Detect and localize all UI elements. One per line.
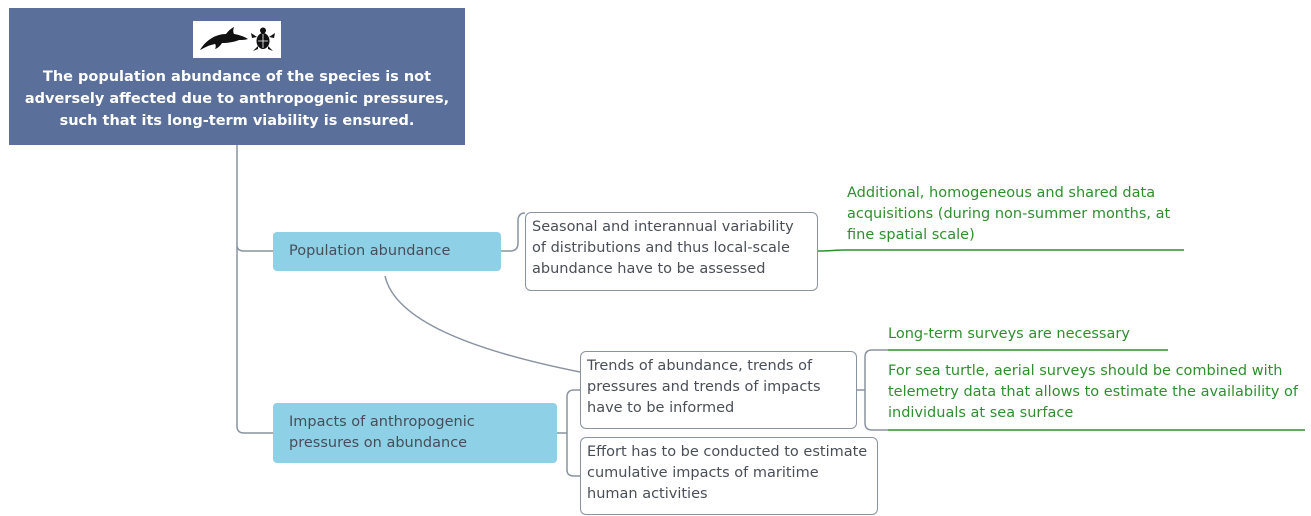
note1-underline	[817, 249, 1184, 252]
note-sea-turtle-surveys[interactable]: For sea turtle, aerial surveys should be…	[888, 363, 1299, 421]
note-long-term-surveys[interactable]: Long-term surveys are necessary	[888, 326, 1130, 342]
central-topic[interactable]: The population abundance of the species …	[9, 8, 465, 145]
species-icons	[193, 21, 281, 58]
sea-turtle-icon	[251, 27, 275, 51]
subtopic-variability[interactable]: Seasonal and interannual variability of …	[525, 212, 818, 291]
dolphin-icon	[200, 26, 248, 50]
topic-label: Impacts of anthropogenic pressures on ab…	[289, 414, 475, 451]
subtopic-cumulative-impacts[interactable]: Effort has to be conducted to estimate c…	[580, 437, 878, 515]
connector-topic2-to-subs	[557, 389, 580, 477]
subtopic-trends[interactable]: Trends of abundance, trends of pressures…	[580, 351, 857, 429]
subtopic-text: Seasonal and interannual variability of …	[532, 219, 794, 277]
note-data-acquisitions[interactable]: Additional, homogeneous and shared data …	[847, 185, 1171, 243]
subtopic-text: Trends of abundance, trends of pressures…	[587, 358, 821, 416]
connector-topic1-to-sub2	[384, 275, 581, 373]
connector-topic1-to-sub1	[501, 212, 526, 252]
central-topic-title: The population abundance of the species …	[24, 69, 450, 129]
subtopic-text: Effort has to be conducted to estimate c…	[587, 444, 868, 502]
topic-label: Population abundance	[289, 243, 451, 259]
connector-root-to-topics	[236, 145, 273, 434]
topic-anthropogenic-impacts[interactable]: Impacts of anthropogenic pressures on ab…	[273, 403, 557, 463]
connector-sub2-to-notes	[857, 349, 888, 431]
topic-population-abundance[interactable]: Population abundance	[273, 232, 501, 271]
